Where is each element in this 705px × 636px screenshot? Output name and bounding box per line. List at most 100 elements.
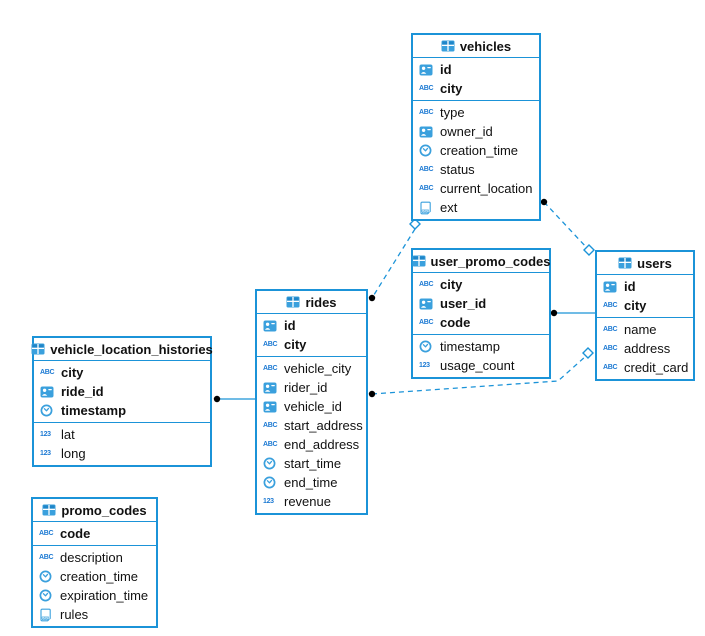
field-row-user_id[interactable]: user_id: [413, 294, 549, 313]
field-name: end_address: [284, 437, 360, 452]
field-name: creation_time: [440, 143, 519, 158]
string-type-icon: ABC: [603, 302, 618, 309]
table-header[interactable]: rides: [257, 291, 366, 314]
field-row-id[interactable]: id: [257, 316, 366, 335]
field-name: type: [440, 105, 465, 120]
relationship-line: [543, 201, 588, 249]
string-type-icon: ABC: [263, 441, 278, 448]
string-type-icon: ABC: [263, 341, 278, 348]
field-name: vehicle_city: [284, 361, 352, 376]
field-row-revenue[interactable]: 123 revenue: [257, 492, 366, 511]
string-type-icon: ABC: [263, 422, 278, 429]
table-icon: [31, 343, 45, 355]
field-name: id: [284, 318, 296, 333]
field-row-timestamp[interactable]: timestamp: [34, 401, 210, 420]
json-type-icon: JSON: [39, 608, 60, 622]
field-name: user_id: [440, 296, 487, 311]
table-name: vehicle_location_histories: [50, 341, 213, 357]
field-row-creation_time[interactable]: creation_time: [33, 567, 156, 586]
field-row-end_time[interactable]: end_time: [257, 473, 366, 492]
relationship-line: [371, 228, 416, 299]
field-row-rules[interactable]: JSON rules: [33, 605, 156, 624]
field-name: rules: [60, 607, 89, 622]
string-type-icon: ABC: [419, 319, 434, 326]
field-row-start_time[interactable]: start_time: [257, 454, 366, 473]
field-row-end_address[interactable]: ABC end_address: [257, 435, 366, 454]
table-icon: [441, 40, 455, 52]
svg-text:JSON: JSON: [41, 616, 50, 620]
field-name: revenue: [284, 494, 331, 509]
field-row-owner_id[interactable]: owner_id: [413, 122, 539, 141]
field-row-long[interactable]: 123 long: [34, 444, 210, 463]
relationship-user_promo_codes-to-users: [550, 309, 595, 317]
field-name: ext: [440, 200, 458, 215]
timestamp-type-icon: [263, 476, 284, 489]
field-name: id: [440, 62, 452, 77]
table-header[interactable]: vehicles: [413, 35, 539, 58]
field-name: timestamp: [440, 339, 500, 354]
uuid-type-icon: [40, 386, 61, 398]
field-row-ride_id[interactable]: ride_id: [34, 382, 210, 401]
field-row-rider_id[interactable]: rider_id: [257, 378, 366, 397]
field-row-creation_time[interactable]: creation_time: [413, 141, 539, 160]
table-header[interactable]: promo_codes: [33, 499, 156, 522]
field-row-code[interactable]: ABC code: [413, 313, 549, 332]
table-icon: [42, 504, 56, 516]
field-row-id[interactable]: id: [413, 60, 539, 79]
string-type-icon: ABC: [39, 554, 54, 561]
uuid-type-icon: [263, 320, 284, 332]
field-name: start_time: [284, 456, 342, 471]
integer-type-icon: 123: [40, 450, 51, 457]
field-row-vehicle_id[interactable]: vehicle_id: [257, 397, 366, 416]
field-row-timestamp[interactable]: timestamp: [413, 337, 549, 356]
table-header[interactable]: vehicle_location_histories: [31, 338, 213, 361]
string-type-icon: ABC: [603, 326, 618, 333]
field-row-id[interactable]: id: [597, 277, 693, 296]
table-name: user_promo_codes: [430, 253, 551, 269]
field-row-vehicle_city[interactable]: ABC vehicle_city: [257, 359, 366, 378]
field-name: code: [440, 315, 471, 330]
table-header[interactable]: user_promo_codes: [412, 250, 551, 273]
string-type-icon: ABC: [263, 365, 278, 372]
field-name: code: [60, 526, 91, 541]
field-row-expiration_time[interactable]: expiration_time: [33, 586, 156, 605]
field-name: usage_count: [440, 358, 515, 373]
integer-type-icon: 123: [263, 498, 274, 505]
uuid-type-icon: [263, 382, 284, 394]
field-name: city: [624, 298, 647, 313]
table-header[interactable]: users: [597, 252, 693, 275]
field-name: long: [61, 446, 86, 461]
field-row-city[interactable]: ABC city: [597, 296, 693, 315]
uuid-type-icon: [263, 401, 284, 413]
uuid-type-icon: [603, 281, 624, 293]
timestamp-type-icon: [419, 340, 440, 353]
